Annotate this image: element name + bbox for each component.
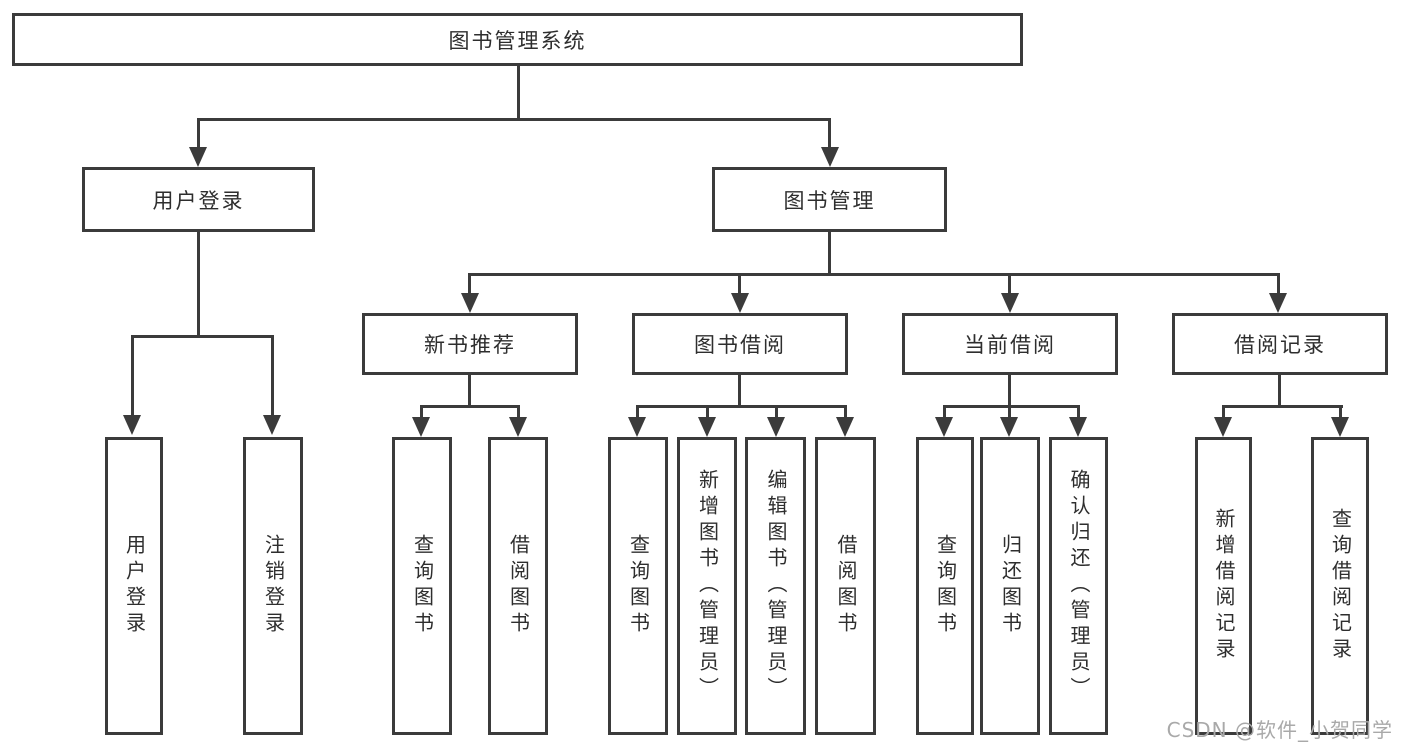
node-label: 图书借阅 (694, 333, 786, 357)
connector-line (421, 405, 520, 408)
node-label: 归还图书 (998, 534, 1023, 638)
connector-line (1339, 405, 1342, 419)
node-label: 新书推荐 (424, 333, 516, 357)
connector-line (1222, 405, 1343, 408)
leaf-logout: 注销登录 (243, 437, 303, 735)
connector-line (469, 273, 1280, 276)
arrowhead-down-icon (1269, 293, 1287, 313)
connector-line (636, 405, 639, 419)
arrowhead-down-icon (767, 417, 785, 437)
connector-line (1008, 375, 1011, 407)
arrowhead-down-icon (1000, 417, 1018, 437)
node-label: 确认归还（管理员） (1067, 469, 1091, 703)
connector-line (943, 405, 946, 419)
connector-line (517, 66, 520, 118)
leaf-return-books: 归还图书 (980, 437, 1040, 735)
connector-line (1277, 273, 1280, 295)
leaf-query-borrow-record: 查询借阅记录 (1311, 437, 1369, 735)
arrowhead-down-icon (1001, 293, 1019, 313)
node-label: 用户登录 (122, 534, 147, 638)
node-current-borrowing: 当前借阅 (902, 313, 1118, 375)
node-label: 当前借阅 (964, 333, 1056, 357)
arrowhead-down-icon (263, 415, 281, 435)
arrowhead-down-icon (412, 417, 430, 437)
leaf-edit-books-admin: 编辑图书（管理员） (745, 437, 806, 735)
node-label: 查询借阅记录 (1328, 508, 1353, 664)
connector-line (738, 375, 741, 407)
connector-line (828, 232, 831, 273)
node-label: 新增借阅记录 (1212, 508, 1236, 664)
connector-line (132, 335, 274, 338)
connector-line (468, 273, 471, 295)
connector-line (1008, 273, 1011, 295)
arrowhead-down-icon (628, 417, 646, 437)
node-label: 查询图书 (410, 534, 435, 638)
connector-line (706, 405, 709, 419)
connector-line (420, 405, 423, 419)
arrowhead-down-icon (731, 293, 749, 313)
connector-line (271, 335, 274, 417)
leaf-add-books-admin: 新增图书（管理员） (677, 437, 737, 735)
node-new-book-recommend: 新书推荐 (362, 313, 578, 375)
connector-line (738, 273, 741, 295)
arrowhead-down-icon (1069, 417, 1087, 437)
connector-line (637, 405, 847, 408)
leaf-add-borrow-record: 新增借阅记录 (1195, 437, 1252, 735)
arrowhead-down-icon (123, 415, 141, 435)
connector-line (197, 232, 200, 335)
connector-line (468, 375, 471, 407)
node-label: 新增图书（管理员） (695, 469, 720, 703)
leaf-query-books: 查询图书 (608, 437, 668, 735)
node-root: 图书管理系统 (12, 13, 1023, 66)
connector-line (775, 405, 778, 419)
node-label: 查询图书 (626, 534, 651, 638)
node-label: 用户登录 (152, 188, 245, 213)
leaf-confirm-return-admin: 确认归还（管理员） (1049, 437, 1108, 735)
node-label: 借阅图书 (834, 534, 858, 638)
leaf-user-login: 用户登录 (105, 437, 163, 735)
connector-line (844, 405, 847, 419)
connector-line (1278, 375, 1281, 407)
connector-line (197, 118, 200, 150)
arrowhead-down-icon (1331, 417, 1349, 437)
node-label: 查询图书 (933, 534, 958, 638)
arrowhead-down-icon (1214, 417, 1232, 437)
connector-line (197, 118, 831, 121)
connector-line (131, 335, 134, 417)
arrowhead-down-icon (935, 417, 953, 437)
watermark-text: CSDN @软件_小贺同学 (1166, 718, 1393, 742)
node-label: 注销登录 (261, 534, 286, 638)
arrowhead-down-icon (836, 417, 854, 437)
node-label: 图书管理 (783, 188, 876, 213)
node-label: 借阅记录 (1234, 333, 1326, 357)
arrowhead-down-icon (821, 147, 839, 167)
node-user-login: 用户登录 (82, 167, 315, 232)
leaf-query-books-current: 查询图书 (916, 437, 974, 735)
connector-line (944, 405, 1080, 408)
arrowhead-down-icon (189, 147, 207, 167)
connector-line (1008, 405, 1011, 419)
arrowhead-down-icon (461, 293, 479, 313)
node-book-borrowing: 图书借阅 (632, 313, 848, 375)
connector-line (1222, 405, 1225, 419)
leaf-borrow-books-recommend: 借阅图书 (488, 437, 548, 735)
node-label: 编辑图书（管理员） (764, 469, 788, 703)
node-label: 图书管理系统 (448, 28, 587, 53)
arrowhead-down-icon (509, 417, 527, 437)
leaf-borrow-books: 借阅图书 (815, 437, 876, 735)
connector-line (828, 118, 831, 150)
node-label: 借阅图书 (506, 534, 531, 638)
node-book-management: 图书管理 (712, 167, 947, 232)
arrowhead-down-icon (698, 417, 716, 437)
connector-line (1077, 405, 1080, 419)
connector-line (517, 405, 520, 419)
leaf-query-books-recommend: 查询图书 (392, 437, 452, 735)
node-borrowing-records: 借阅记录 (1172, 313, 1388, 375)
